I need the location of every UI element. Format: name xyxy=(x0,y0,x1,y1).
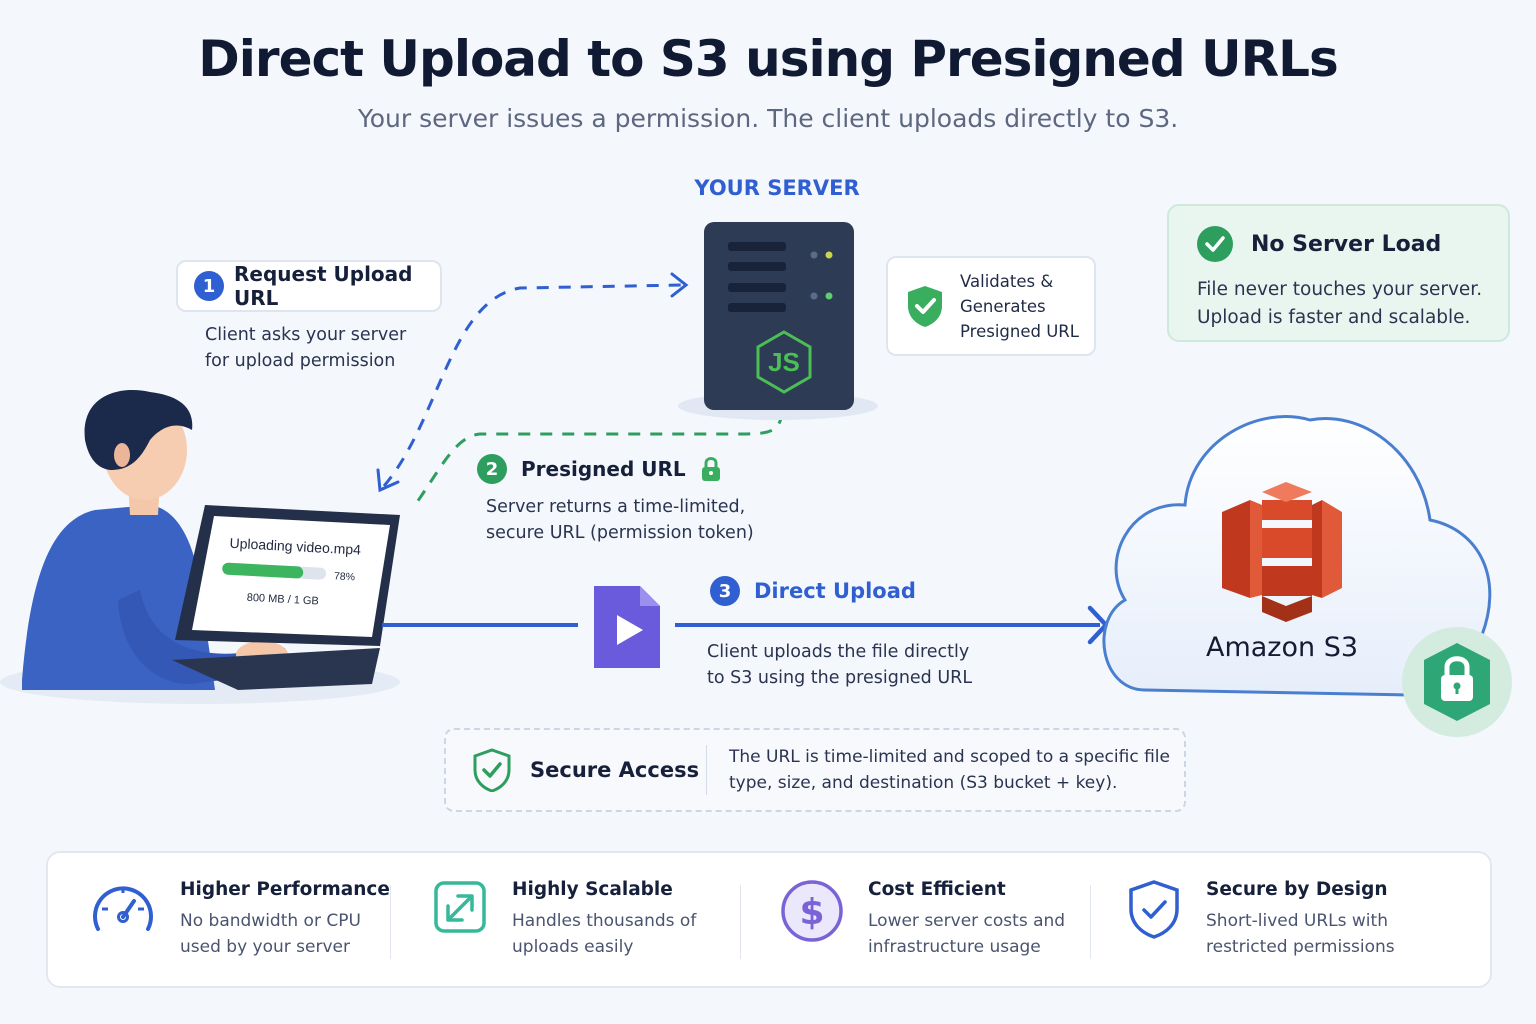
step3-desc-line: Client uploads the file directly xyxy=(707,642,970,662)
benefit-title: Highly Scalable xyxy=(512,879,673,900)
step3-badge: 3 xyxy=(710,576,740,606)
benefit-desc-line: uploads easily xyxy=(512,937,634,957)
step2-desc-line: Server returns a time-limited, xyxy=(486,497,746,517)
no-server-load-title: No Server Load xyxy=(1251,231,1442,257)
secure-access-description: The URL is time-limited and scoped to a … xyxy=(729,744,1170,796)
benefit-desc-line: No bandwidth or CPU xyxy=(180,911,361,931)
lock-icon xyxy=(1441,656,1473,701)
benefit-desc-line: used by your server xyxy=(180,937,350,957)
benefit-description: No bandwidth or CPU used by your server xyxy=(180,908,390,960)
benefits-panel: Higher Performance No bandwidth or CPU u… xyxy=(46,851,1492,988)
step1-description: Client asks your server for upload permi… xyxy=(205,322,465,374)
person-hair xyxy=(84,389,193,470)
nodejs-hexagon-icon xyxy=(756,330,812,394)
check-circle-icon xyxy=(1197,226,1233,262)
presigned-return-path xyxy=(413,411,784,506)
server-led xyxy=(825,251,833,259)
step3-desc-line: to S3 using the presigned URL xyxy=(707,668,973,688)
server-slot xyxy=(728,283,786,292)
shield-check-icon xyxy=(473,748,511,792)
request-arrowhead-top xyxy=(670,272,689,298)
step1-card: 1 Request Upload URL xyxy=(176,260,442,312)
benefit-title: Higher Performance xyxy=(180,879,390,900)
benefit-description: Lower server costs and infrastructure us… xyxy=(868,908,1065,960)
step1-desc-line: for upload permission xyxy=(205,351,396,371)
step2-desc-line: secure URL (permission token) xyxy=(486,523,754,543)
video-file-fold xyxy=(640,586,660,606)
step3-description: Client uploads the file directly to S3 u… xyxy=(707,639,1007,691)
step1-title: Request Upload URL xyxy=(234,262,413,310)
server-led xyxy=(810,292,818,300)
benefit-title: Cost Efficient xyxy=(868,879,1006,900)
server-led xyxy=(810,251,818,259)
laptop-base xyxy=(172,648,380,690)
server-slot xyxy=(728,303,786,312)
step2-description: Server returns a time-limited, secure UR… xyxy=(486,494,786,546)
upload-size-label: 800 MB / 1 GB xyxy=(246,592,319,608)
secure-access-card: Secure Access The URL is time-limited an… xyxy=(444,728,1186,812)
validate-line: Presigned URL xyxy=(960,321,1079,341)
server-led xyxy=(825,292,833,300)
no-server-load-line: Upload is faster and scalable. xyxy=(1197,307,1471,328)
amazon-s3-label: Amazon S3 xyxy=(1205,632,1359,663)
amazon-s3-logo-icon xyxy=(1222,482,1342,622)
progress-percent-label: 78% xyxy=(334,570,356,583)
benefit-divider xyxy=(740,885,741,959)
no-server-load-line: File never touches your server. xyxy=(1197,279,1483,300)
laptop-upload-label: Uploading video.mp4 xyxy=(229,535,361,558)
validate-card: Validates & Generates Presigned URL xyxy=(886,256,1096,356)
benefit-title: Secure by Design xyxy=(1206,879,1388,900)
nodejs-badge-text: JS xyxy=(768,347,800,377)
benefit-description: Short-lived URLs with restricted permiss… xyxy=(1206,908,1395,960)
request-arrow xyxy=(382,283,685,487)
request-arrowhead-bottom xyxy=(376,468,400,493)
server-slot xyxy=(728,262,786,271)
benefit-desc-line: restricted permissions xyxy=(1206,937,1395,957)
play-icon xyxy=(617,615,643,645)
validate-line: Validates & xyxy=(960,271,1054,291)
step1-badge: 1 xyxy=(194,271,224,301)
expand-icon xyxy=(434,881,486,933)
benefit-secure: Secure by Design Short-lived URLs with r… xyxy=(1126,879,1395,960)
page-subtitle: Your server issues a permission. The cli… xyxy=(357,104,1179,133)
person-ear xyxy=(114,443,130,467)
benefit-divider xyxy=(1090,885,1091,959)
benefit-scalable: Highly Scalable Handles thousands of upl… xyxy=(434,879,696,960)
validate-text: Validates & Generates Presigned URL xyxy=(960,269,1079,344)
speedometer-icon xyxy=(93,886,153,931)
shield-check-icon xyxy=(1129,880,1179,939)
secure-access-line: The URL is time-limited and scoped to a … xyxy=(729,747,1170,767)
benefit-divider xyxy=(390,885,391,959)
step3-header: 3 Direct Upload xyxy=(710,576,916,606)
benefit-desc-line: infrastructure usage xyxy=(868,937,1041,957)
no-server-load-description: File never touches your server. Upload i… xyxy=(1197,276,1508,332)
benefit-cost: $ Cost Efficient Lower server costs and … xyxy=(780,879,1065,960)
server-heading: YOUR SERVER xyxy=(694,176,860,200)
shield-check-icon xyxy=(908,286,942,327)
step2-title: Presigned URL xyxy=(521,457,686,481)
progress-fill xyxy=(222,562,304,579)
svg-text:$: $ xyxy=(799,892,824,933)
dollar-icon: $ xyxy=(781,880,843,942)
benefit-description: Handles thousands of uploads easily xyxy=(512,908,696,960)
benefit-performance: Higher Performance No bandwidth or CPU u… xyxy=(90,879,390,960)
no-server-load-card: No Server Load File never touches your s… xyxy=(1167,204,1510,342)
page-title: Direct Upload to S3 using Presigned URLs xyxy=(198,30,1338,88)
secure-access-title: Secure Access xyxy=(530,758,700,782)
secure-access-line: type, size, and destination (S3 bucket +… xyxy=(729,773,1118,793)
validate-line: Generates xyxy=(960,296,1046,316)
benefit-desc-line: Short-lived URLs with xyxy=(1206,911,1388,931)
step1-desc-line: Client asks your server xyxy=(205,325,407,345)
step3-title: Direct Upload xyxy=(754,579,916,603)
step2-header: 2 Presigned URL xyxy=(477,454,722,484)
benefit-desc-line: Handles thousands of xyxy=(512,911,697,931)
secure-access-divider xyxy=(706,745,707,795)
benefit-desc-line: Lower server costs and xyxy=(868,911,1066,931)
lock-icon xyxy=(701,457,720,481)
server-slot xyxy=(728,242,786,251)
step2-badge: 2 xyxy=(477,454,507,484)
